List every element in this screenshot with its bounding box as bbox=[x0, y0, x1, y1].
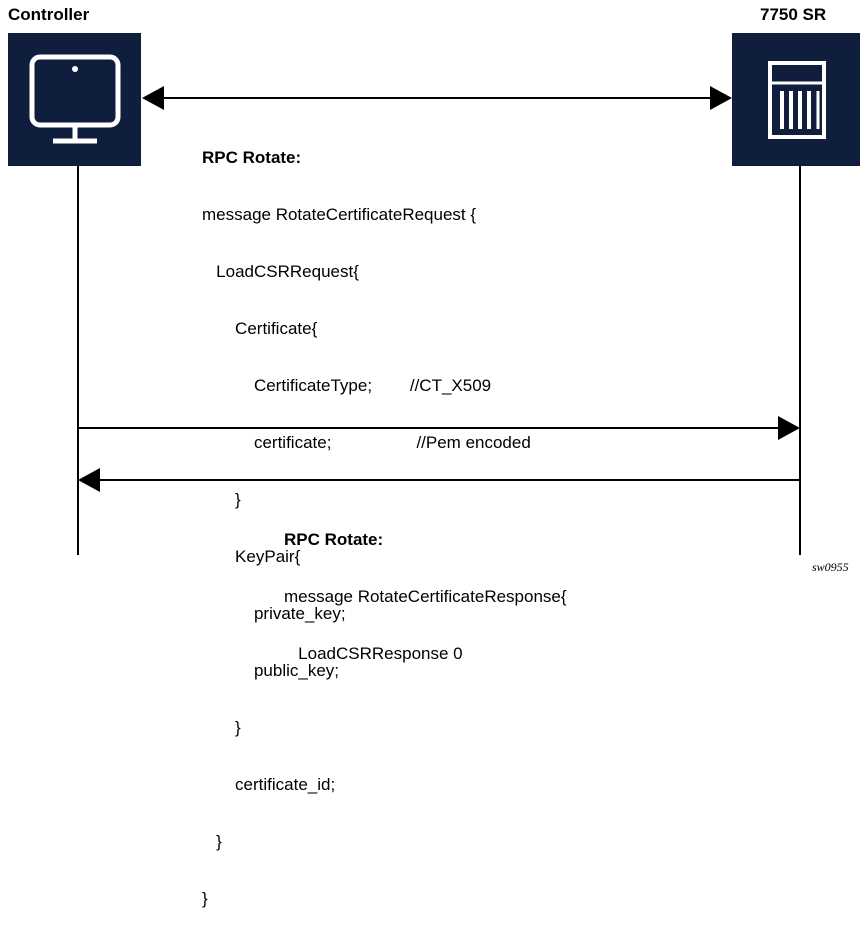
request-line: } bbox=[202, 718, 241, 737]
response-header: RPC Rotate: bbox=[284, 530, 384, 549]
response-line: LoadCSRResponse 0 bbox=[284, 644, 463, 663]
request-header: RPC Rotate: bbox=[202, 148, 302, 167]
request-line: certificate; //Pem encoded bbox=[202, 433, 531, 452]
controller-box bbox=[8, 33, 141, 166]
request-line: LoadCSRRequest{ bbox=[202, 262, 359, 281]
response-arrow-head bbox=[78, 468, 100, 492]
request-line: } bbox=[202, 889, 208, 908]
sequence-lines bbox=[77, 86, 801, 555]
response-line: message RotateCertificateResponse{ bbox=[284, 587, 567, 606]
request-line: KeyPair{ bbox=[202, 547, 301, 566]
request-line: CertificateType; //CT_X509 bbox=[202, 376, 492, 395]
bidirectional-arrow-left-head bbox=[142, 86, 164, 110]
controller-label: Controller bbox=[8, 5, 90, 24]
router-box bbox=[732, 33, 860, 166]
router-icon bbox=[768, 61, 826, 139]
request-line: Certificate{ bbox=[202, 319, 318, 338]
figure-tag: sw0955 bbox=[812, 560, 849, 574]
request-line: } bbox=[202, 832, 222, 851]
response-message: RPC Rotate: message RotateCertificateRes… bbox=[284, 492, 567, 682]
request-line: message RotateCertificateRequest { bbox=[202, 205, 477, 224]
router-label: 7750 SR bbox=[760, 5, 827, 24]
request-line: certificate_id; bbox=[202, 775, 336, 794]
request-line: } bbox=[202, 490, 241, 509]
monitor-icon bbox=[29, 54, 121, 144]
request-arrow-head bbox=[778, 416, 800, 440]
bidirectional-arrow-right-head bbox=[710, 86, 732, 110]
